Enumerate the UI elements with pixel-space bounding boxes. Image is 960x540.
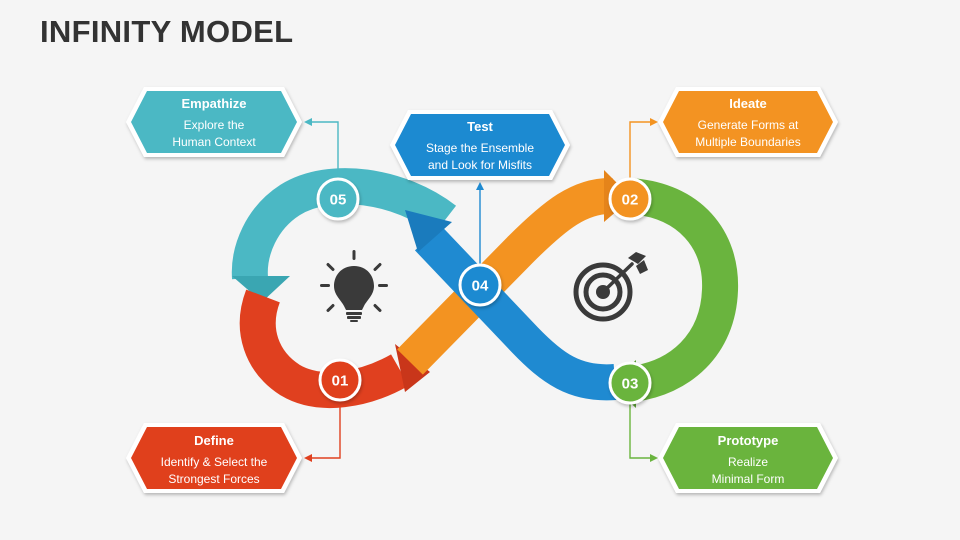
target-icon — [573, 252, 648, 322]
step-desc-line1: Realize — [728, 455, 768, 469]
svg-text:03: 03 — [622, 376, 639, 393]
page-title: INFINITY MODEL — [40, 14, 294, 49]
step-empathize: Empathize Explore the Human Context — [126, 87, 302, 157]
step-desc-line1: Identify & Select the — [161, 455, 268, 469]
number-badge-03: 03 — [608, 361, 652, 405]
step-desc-line2: Strongest Forces — [168, 472, 259, 486]
number-badge-01: 01 — [318, 358, 362, 402]
step-ideate: Ideate Generate Forms at Multiple Bounda… — [658, 87, 838, 157]
ribbon-teal — [231, 168, 457, 302]
lightbulb-icon — [320, 250, 388, 322]
step-test: Test Stage the Ensemble and Look for Mis… — [390, 110, 570, 180]
ribbon-blue — [405, 210, 617, 401]
step-desc-line1: Generate Forms at — [698, 118, 799, 132]
step-desc-line2: Human Context — [172, 135, 256, 149]
step-prototype: Prototype Realize Minimal Form — [658, 423, 838, 493]
step-title: Define — [194, 433, 234, 448]
number-badge-05: 05 — [316, 177, 360, 221]
ribbon-red — [239, 289, 430, 408]
step-desc-line1: Stage the Ensemble — [426, 141, 534, 155]
step-title: Empathize — [181, 96, 246, 111]
step-title: Prototype — [718, 433, 779, 448]
svg-text:05: 05 — [330, 192, 347, 209]
step-desc-line2: Minimal Form — [712, 472, 785, 486]
svg-text:02: 02 — [622, 192, 639, 209]
number-badge-02: 02 — [608, 177, 652, 221]
step-define: Define Identify & Select the Strongest F… — [126, 423, 302, 493]
step-title: Ideate — [729, 96, 767, 111]
step-desc-line2: and Look for Misfits — [428, 158, 532, 172]
number-badge-04: 04 — [458, 263, 502, 307]
step-title: Test — [467, 119, 493, 134]
svg-text:04: 04 — [472, 278, 489, 295]
step-desc-line2: Multiple Boundaries — [695, 135, 800, 149]
connectors — [304, 118, 658, 462]
step-desc-line1: Explore the — [184, 118, 245, 132]
svg-text:01: 01 — [332, 373, 349, 390]
